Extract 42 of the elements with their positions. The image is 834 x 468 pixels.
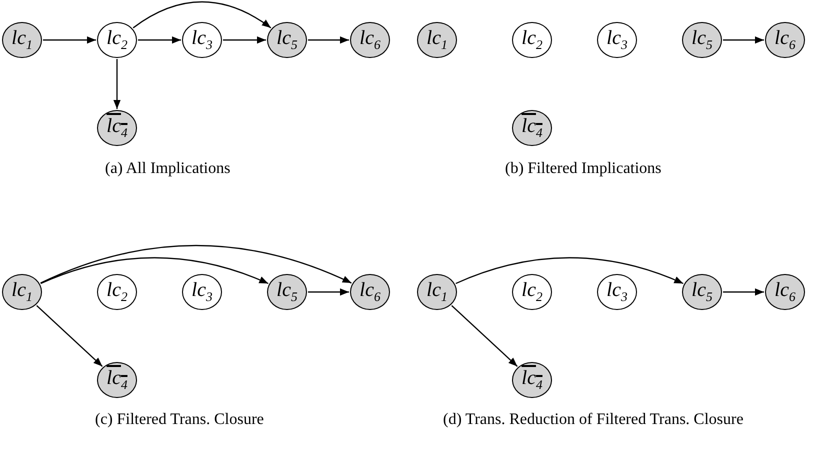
node-circle: lc$_{5}$ [267, 22, 307, 58]
node-circle: lc$_{2}$ [512, 274, 552, 310]
arrow [132, 1, 272, 28]
node-circle: lc$_{4}$ [97, 362, 137, 398]
node-circle: lc$_{5}$ [682, 274, 722, 310]
node-circle: lc$_{3}$ [597, 22, 637, 58]
node-circle: lc$_{1}$ [417, 22, 457, 58]
node-circle: lc$_{6}$ [765, 274, 805, 310]
arrow [43, 36, 96, 44]
node-circle: lc$_{2}$ [97, 274, 137, 310]
arrow [40, 257, 268, 284]
node-circle: lc$_{6}$ [350, 22, 390, 58]
node-circle: lc$_{2}$ [512, 22, 552, 58]
node-circle: lc$_{3}$ [597, 274, 637, 310]
node-circle: lc$_{3}$ [182, 274, 222, 310]
node-circle: lc$_{5}$ [682, 22, 722, 58]
arrow [40, 245, 352, 284]
node-circle: lc$_{4}$ [97, 110, 137, 146]
node-circle: lc$_{1}$ [2, 22, 42, 58]
arrow [723, 288, 764, 296]
arrow [138, 36, 181, 44]
caption: (d) Trans. Reduction of Filtered Trans. Closure [443, 411, 744, 429]
arrow [308, 288, 349, 296]
arrow [451, 305, 518, 367]
caption: (a) All Implications [105, 160, 230, 178]
node-circle: lc$_{1}$ [417, 274, 457, 310]
node-circle: lc$_{5}$ [267, 274, 307, 310]
node-circle: lc$_{1}$ [2, 274, 42, 310]
arrow [456, 257, 684, 284]
node-circle: lc$_{6}$ [350, 274, 390, 310]
arrow [308, 36, 349, 44]
node-circle: lc$_{4}$ [512, 110, 552, 146]
node-circle: lc$_{3}$ [182, 22, 222, 58]
node-circle: lc$_{6}$ [765, 22, 805, 58]
node-circle: lc$_{4}$ [512, 362, 552, 398]
arrow [223, 36, 266, 44]
caption: (c) Filtered Trans. Closure [95, 411, 264, 429]
arrow [36, 305, 103, 367]
arrow [723, 36, 764, 44]
caption: (b) Filtered Implications [505, 160, 662, 178]
node-circle: lc$_{2}$ [97, 22, 137, 58]
arrow [113, 59, 121, 109]
